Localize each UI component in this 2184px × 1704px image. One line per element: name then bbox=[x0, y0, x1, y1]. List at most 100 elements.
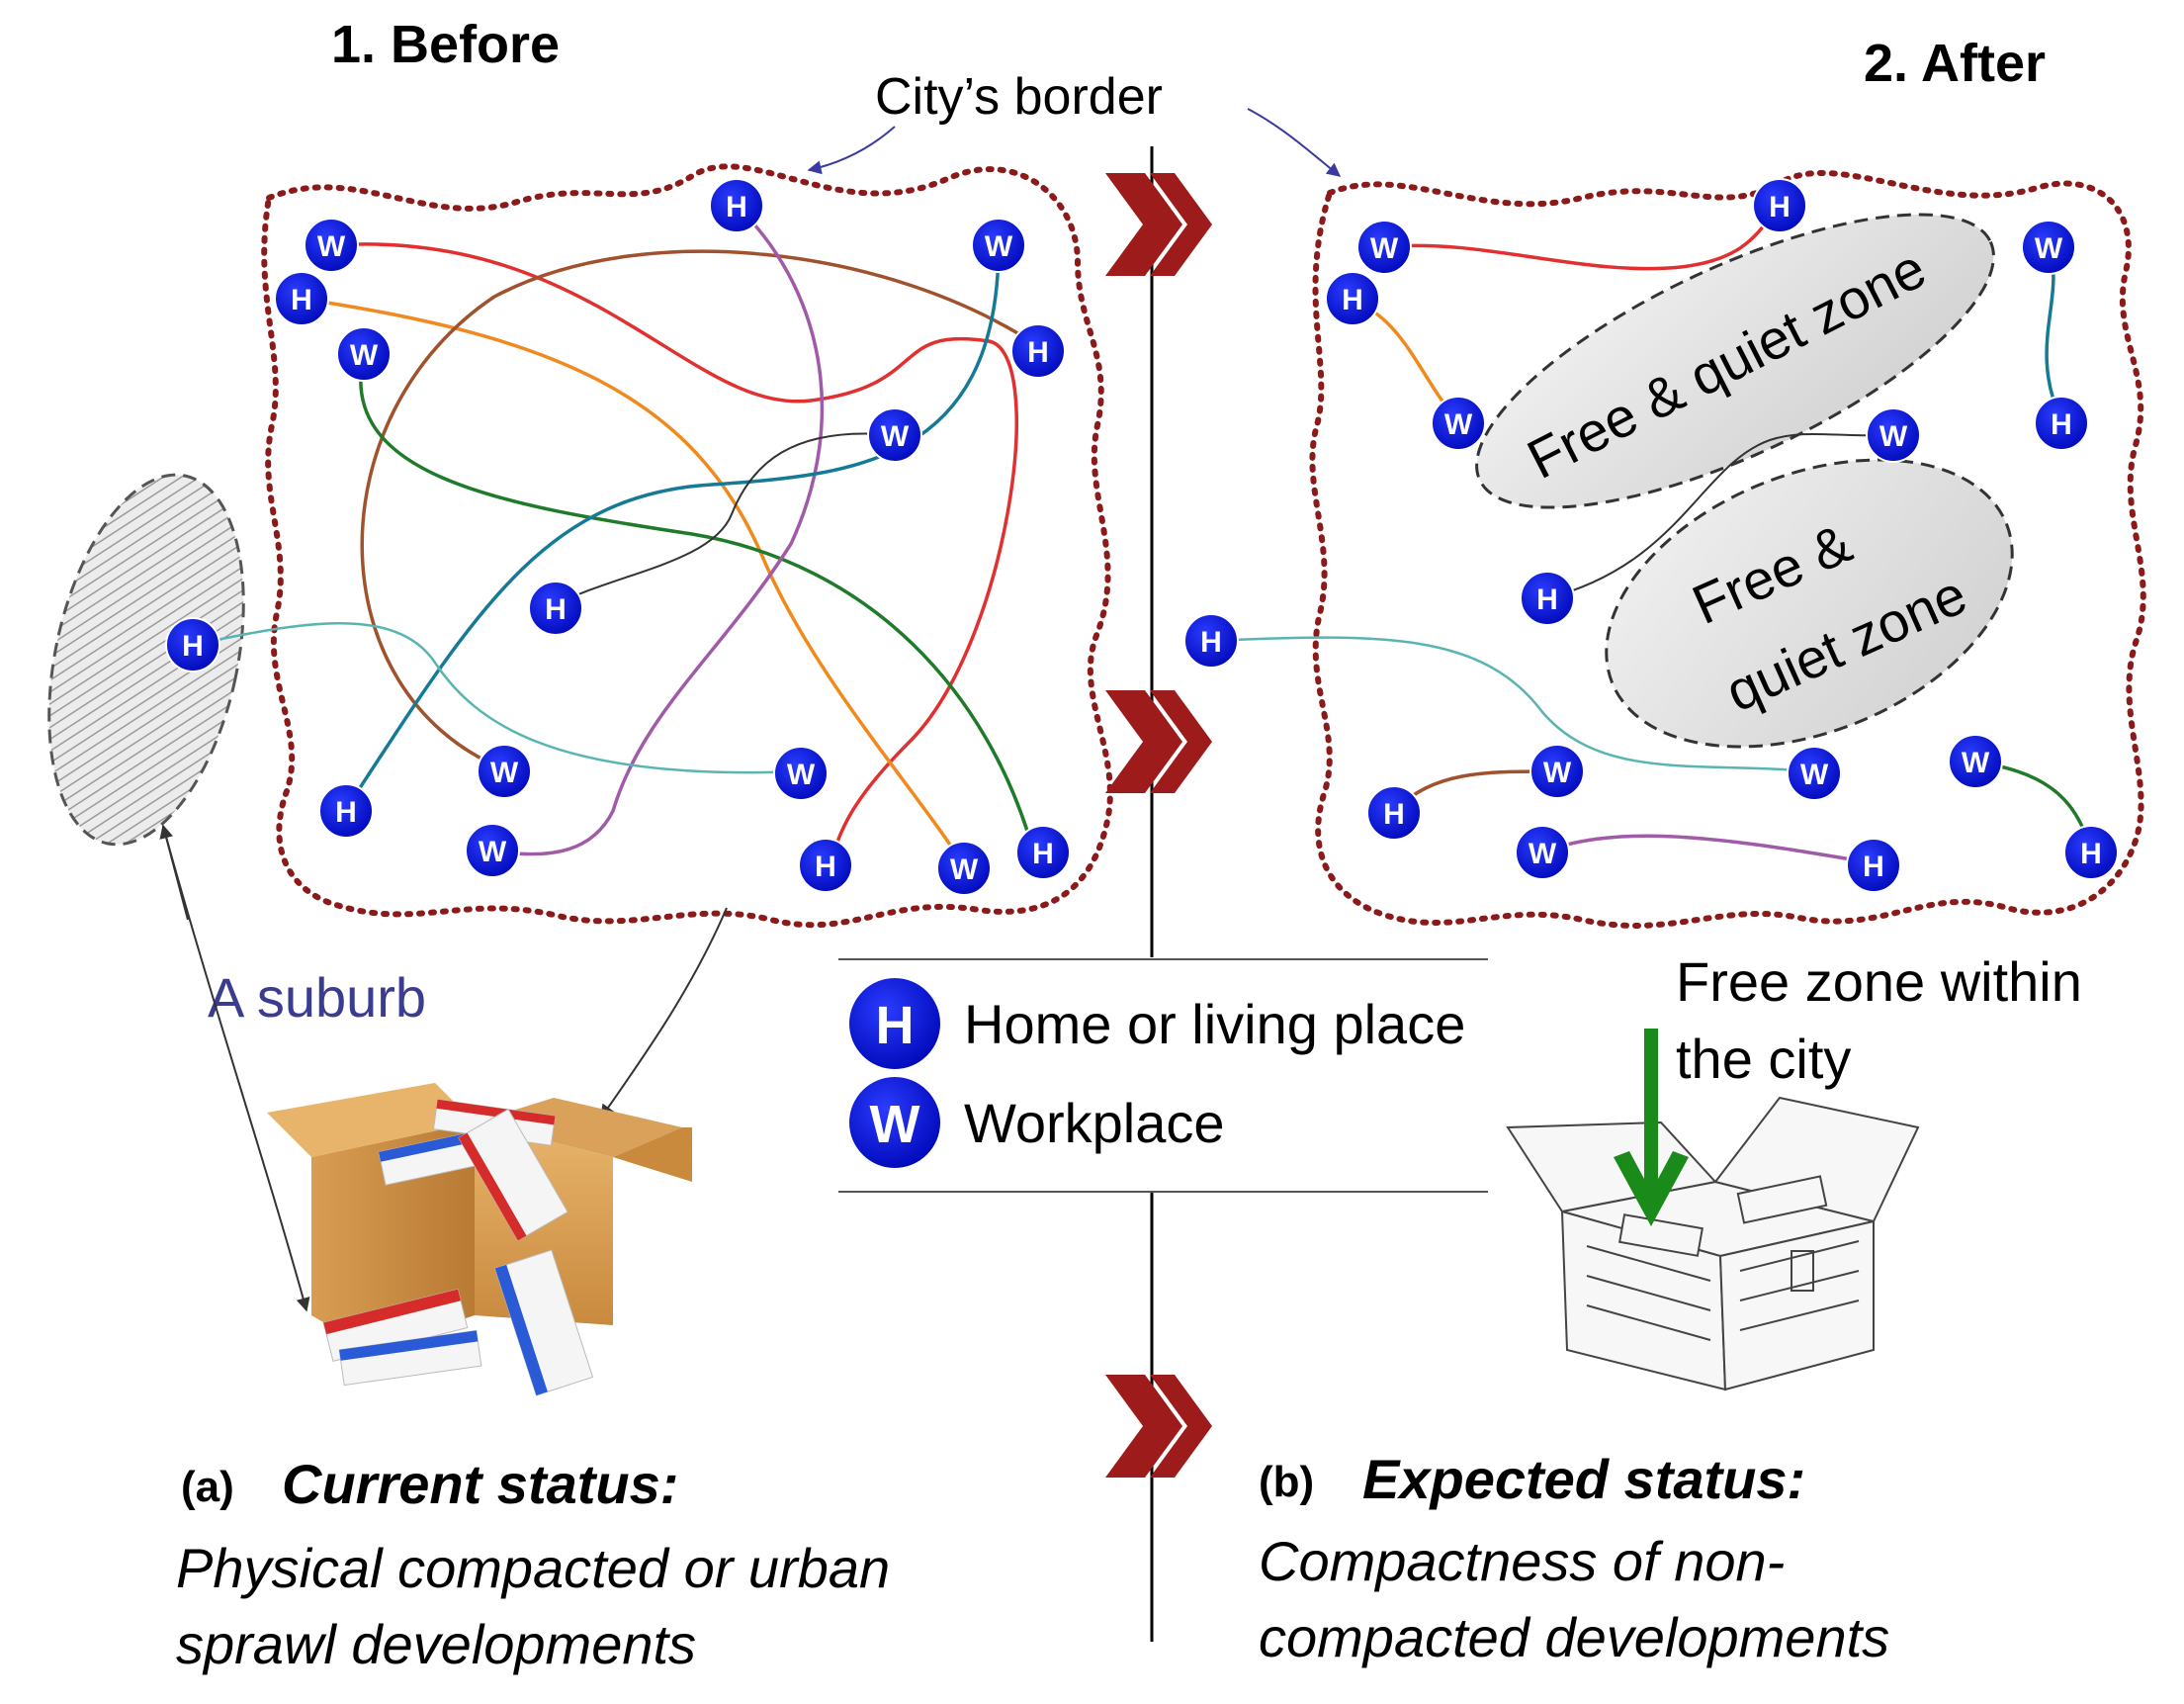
home-marker-after-18: H bbox=[1325, 271, 1380, 326]
heading-after: 2. After bbox=[1864, 34, 2046, 93]
connection-after-black bbox=[1546, 432, 1894, 599]
caption-a-title: Current status: bbox=[282, 1453, 678, 1515]
home-marker-before-3: H bbox=[274, 271, 329, 326]
free-zone-label-line1: Free zone within bbox=[1676, 950, 2082, 1013]
city-border-arrow-right bbox=[1247, 108, 1342, 177]
marker-letter: W bbox=[1444, 408, 1473, 441]
home-icon bbox=[1325, 271, 1380, 326]
work-marker-before-2: W bbox=[971, 218, 1026, 273]
workplace-icon bbox=[1431, 396, 1486, 451]
home-marker-before-11: H bbox=[318, 783, 374, 839]
home-icon bbox=[1520, 571, 1575, 626]
workplace-icon bbox=[1356, 220, 1412, 275]
marker-letter: H bbox=[1383, 798, 1405, 831]
legend-home-label: Home or living place bbox=[964, 993, 1465, 1055]
connection-brown bbox=[360, 249, 1039, 771]
home-icon bbox=[2063, 825, 2119, 880]
marker-letter: W bbox=[985, 230, 1013, 263]
marker-letter: W bbox=[1370, 232, 1399, 265]
marker-letter: H bbox=[545, 593, 567, 626]
connection-after-cyan bbox=[1210, 636, 1815, 773]
marker-letter: H bbox=[2080, 838, 2102, 870]
caption-b-line1: Compactness of non- bbox=[1259, 1530, 1785, 1592]
workplace-icon bbox=[336, 326, 392, 382]
marker-letter: W bbox=[881, 420, 910, 453]
legend-home-icon-letter: H bbox=[876, 996, 915, 1055]
connection-red-1 bbox=[330, 242, 1018, 863]
marker-letter: H bbox=[1769, 191, 1791, 224]
marker-letter: H bbox=[1536, 583, 1558, 616]
work-marker-after-26: W bbox=[1787, 746, 1842, 801]
home-icon bbox=[1366, 785, 1422, 841]
work-marker-before-5: W bbox=[336, 326, 392, 382]
home-icon bbox=[1015, 825, 1071, 880]
marker-letter: W bbox=[490, 757, 519, 789]
suburb-label: A suburb bbox=[208, 966, 426, 1029]
free-zone-green-arrow bbox=[1614, 1029, 1689, 1226]
marker-letter: H bbox=[815, 851, 836, 883]
marker-letter: W bbox=[1800, 759, 1829, 791]
home-icon bbox=[165, 617, 220, 673]
chevron-middle bbox=[1105, 690, 1212, 793]
workplace-icon bbox=[971, 218, 1026, 273]
home-icon bbox=[528, 581, 583, 636]
free-quiet-zone-top bbox=[1475, 213, 1995, 509]
legend-home-icon bbox=[849, 978, 940, 1069]
home-marker-before-7: H bbox=[528, 581, 583, 636]
workplace-icon bbox=[477, 744, 532, 799]
marker-letter: W bbox=[787, 759, 816, 791]
work-marker-after-25: W bbox=[1529, 744, 1585, 799]
home-marker-before-15: H bbox=[1015, 825, 1071, 880]
marker-letter: W bbox=[2035, 232, 2063, 265]
workplace-icon bbox=[1515, 825, 1570, 880]
workplace-icon bbox=[1787, 746, 1842, 801]
marker-letter: H bbox=[335, 796, 357, 829]
suburb-area bbox=[47, 473, 245, 847]
home-marker-after-21: H bbox=[2034, 396, 2089, 451]
home-marker-after-28: H bbox=[1366, 785, 1422, 841]
work-marker-before-10: W bbox=[773, 746, 829, 801]
workplace-icon bbox=[2021, 220, 2076, 275]
home-icon bbox=[318, 783, 374, 839]
marker-letter: W bbox=[479, 836, 507, 868]
marker-letter: H bbox=[726, 191, 747, 224]
caption-b-tag: (b) bbox=[1259, 1458, 1314, 1506]
marker-letter: H bbox=[182, 630, 204, 663]
box-with-books-illustration bbox=[267, 1083, 692, 1396]
connection-black-1 bbox=[555, 432, 896, 606]
marker-letter: H bbox=[1027, 336, 1049, 369]
city-border-arrow-left bbox=[807, 126, 896, 175]
home-icon bbox=[1010, 323, 1066, 379]
city-border-label: City’s border bbox=[875, 68, 1163, 126]
legend-work-label: Workplace bbox=[964, 1092, 1225, 1154]
connection-after-red bbox=[1383, 204, 1782, 271]
marker-letter: W bbox=[1879, 420, 1908, 453]
workplace-icon bbox=[936, 841, 992, 896]
home-icon bbox=[1752, 178, 1807, 233]
marker-letter: W bbox=[1962, 747, 1990, 779]
legend-work-icon bbox=[849, 1077, 940, 1168]
chevron-bottom bbox=[1105, 1375, 1212, 1478]
home-marker-after-30: H bbox=[1846, 838, 1901, 893]
workplace-icon bbox=[304, 218, 359, 273]
workplace-icon bbox=[1948, 734, 2003, 789]
home-icon bbox=[2034, 396, 2089, 451]
marker-letter: H bbox=[1342, 284, 1363, 316]
legend: H Home or living place W Workplace bbox=[849, 978, 1465, 1168]
work-marker-after-27: W bbox=[1948, 734, 2003, 789]
workplace-icon bbox=[1529, 744, 1585, 799]
marker-letter: W bbox=[317, 230, 346, 263]
connections-before bbox=[192, 204, 1039, 866]
work-marker-before-0: W bbox=[304, 218, 359, 273]
city-border-before bbox=[261, 163, 1113, 929]
marker-letter: W bbox=[350, 339, 379, 372]
work-marker-before-6: W bbox=[867, 407, 922, 463]
home-marker-before-1: H bbox=[709, 178, 764, 233]
workplace-icon bbox=[1866, 407, 1921, 463]
home-marker-after-17: H bbox=[1752, 178, 1807, 233]
work-marker-before-9: W bbox=[477, 744, 532, 799]
home-icon bbox=[1846, 838, 1901, 893]
marker-letter: H bbox=[2051, 408, 2072, 441]
